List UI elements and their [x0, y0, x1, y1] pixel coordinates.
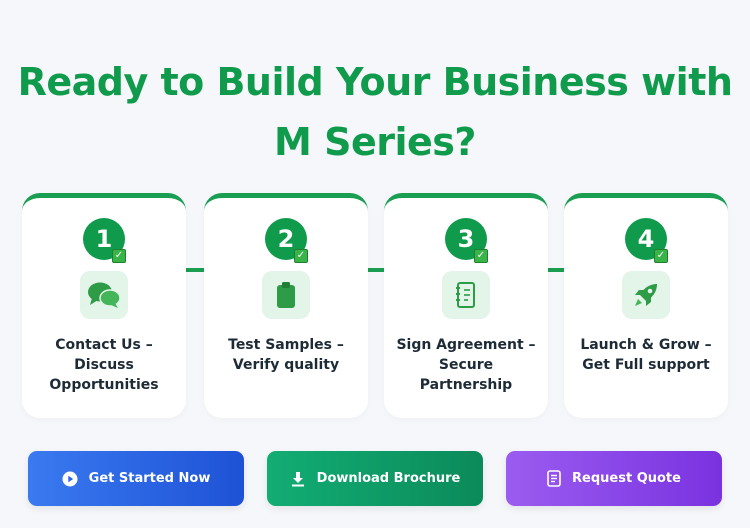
- clipboard-icon: [262, 271, 310, 319]
- step-subtitle: Partnership: [419, 377, 513, 393]
- get-started-button[interactable]: Get Started Now: [28, 451, 244, 506]
- download-brochure-button[interactable]: Download Brochure: [267, 451, 483, 506]
- play-icon: [62, 471, 78, 487]
- step-title: Test Samples –: [228, 337, 344, 353]
- step-title: Launch & Grow –: [580, 337, 712, 353]
- step-description: Launch & Grow – Get Full support: [570, 335, 722, 375]
- chat-bubbles-icon: [80, 271, 128, 319]
- get-started-label: Get Started Now: [88, 471, 211, 486]
- step-connector: [366, 268, 390, 272]
- step-subtitle: Opportunities: [49, 377, 159, 393]
- check-icon: ✓: [654, 249, 668, 263]
- request-quote-label: Request Quote: [572, 471, 681, 486]
- step-card-sign-agreement: 3 ✓ Sign Agreement – Secure Partnership: [384, 193, 548, 418]
- step-subtitle: Verify quality: [232, 357, 340, 373]
- step-description: Sign Agreement – Secure Partnership: [390, 335, 542, 395]
- headline-line-1: Ready to Build Your Business with: [17, 60, 733, 104]
- notebook-icon: [442, 271, 490, 319]
- step-subtitle: Get Full support: [582, 357, 710, 373]
- step-card-launch: 4 ✓ Launch & Grow – Get Full support: [564, 193, 728, 418]
- step-subtitle: Discuss: [74, 357, 134, 373]
- request-quote-button[interactable]: Request Quote: [506, 451, 722, 506]
- headline: Ready to Build Your Business with M Seri…: [0, 52, 750, 172]
- step-title: Contact Us –: [55, 337, 153, 353]
- step-subtitle: Secure: [438, 357, 494, 373]
- step-connector: [546, 268, 570, 272]
- step-description: Test Samples – Verify quality: [210, 335, 362, 375]
- step-card-test-samples: 2 ✓ Test Samples – Verify quality: [204, 193, 368, 418]
- step-card-contact: 1 ✓ Contact Us – Discuss Opportunities: [22, 193, 186, 418]
- check-icon: ✓: [474, 249, 488, 263]
- check-icon: ✓: [112, 249, 126, 263]
- check-icon: ✓: [294, 249, 308, 263]
- step-description: Contact Us – Discuss Opportunities: [28, 335, 180, 395]
- step-title: Sign Agreement –: [396, 337, 536, 353]
- download-brochure-label: Download Brochure: [316, 471, 461, 486]
- document-icon: [547, 470, 561, 487]
- headline-line-2: M Series?: [274, 120, 476, 164]
- rocket-icon: [622, 271, 670, 319]
- step-connector: [184, 268, 208, 272]
- download-icon: [290, 471, 306, 487]
